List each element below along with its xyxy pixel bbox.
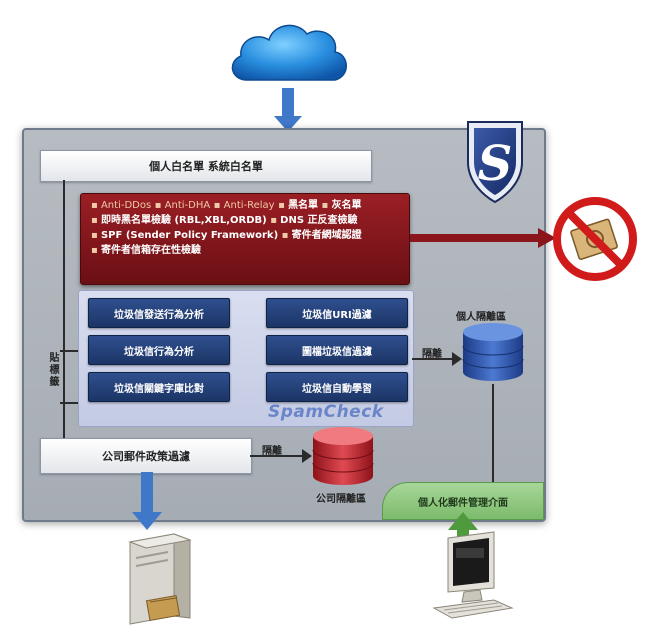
personal-quarantine-label: 個人隔離區 xyxy=(456,312,506,323)
sticky-bracket-bottom xyxy=(60,402,78,404)
spam-module-behavior-send: 垃圾信發送行為分析 xyxy=(88,298,230,328)
sticky-label-text: 貼標籤 xyxy=(47,352,58,388)
sticky-bracket xyxy=(60,350,78,352)
left-connector-line xyxy=(63,180,65,438)
spam-module-image: 圖檔垃圾信過濾 xyxy=(266,335,408,365)
mail-server-icon xyxy=(128,533,192,625)
whitelist-label: 個人白名單 系統白名單 xyxy=(149,160,263,173)
filter-line-3: ▪ SPF (Sender Policy Framework) ▪ 寄件者網域認… xyxy=(91,230,362,241)
spam-module-uri: 垃圾信URI過濾 xyxy=(266,298,408,328)
arrow-head-personal xyxy=(452,352,462,366)
filter-line-2: ▪ 即時黑名單檢驗 (RBL,XBL,ORDB) ▪ DNS 正反查檢驗 xyxy=(91,215,358,226)
arrow-down-server xyxy=(132,472,162,530)
isolate-label-2: 隔離 xyxy=(262,446,282,457)
spamcheck-title: SpamCheck xyxy=(268,402,384,422)
whitelist-bar: 個人白名單 系統白名單 xyxy=(40,150,372,182)
arrow-head-company xyxy=(302,449,312,463)
blocked-mail-icon xyxy=(553,197,637,281)
personal-db-down-line xyxy=(492,384,494,484)
filter-line-4: ▪ 寄件者信箱存在性檢驗 xyxy=(91,245,201,256)
connection-filter-box: ▪ Anti-DDos ▪ Anti-DHA ▪ Anti-Relay ▪ 黑名… xyxy=(80,193,410,285)
filter-line-1: ▪ Anti-DDos ▪ Anti-DHA ▪ Anti-Relay ▪ 黑名… xyxy=(91,200,362,211)
arrow-to-blocked xyxy=(410,228,556,248)
company-quarantine-db-icon xyxy=(312,427,374,485)
shield-logo-icon: S xyxy=(467,121,523,204)
company-policy-bar: 公司郵件政策過濾 xyxy=(40,438,252,474)
cloud-icon xyxy=(231,24,347,81)
personal-quarantine-db-icon xyxy=(462,323,524,381)
connector-to-personal xyxy=(412,358,460,360)
arrow-down-cloud xyxy=(274,88,302,132)
spam-module-behavior: 垃圾信行為分析 xyxy=(88,335,230,365)
computer-icon xyxy=(432,531,514,619)
company-quarantine-label: 公司隔離區 xyxy=(316,494,366,505)
isolate-label-1: 隔離 xyxy=(422,349,442,360)
connector-to-company xyxy=(250,455,310,457)
svg-text:S: S xyxy=(478,136,513,192)
spam-module-keyword: 垃圾信關鍵字庫比對 xyxy=(88,372,230,402)
spam-module-learning: 垃圾信自動學習 xyxy=(266,372,408,402)
